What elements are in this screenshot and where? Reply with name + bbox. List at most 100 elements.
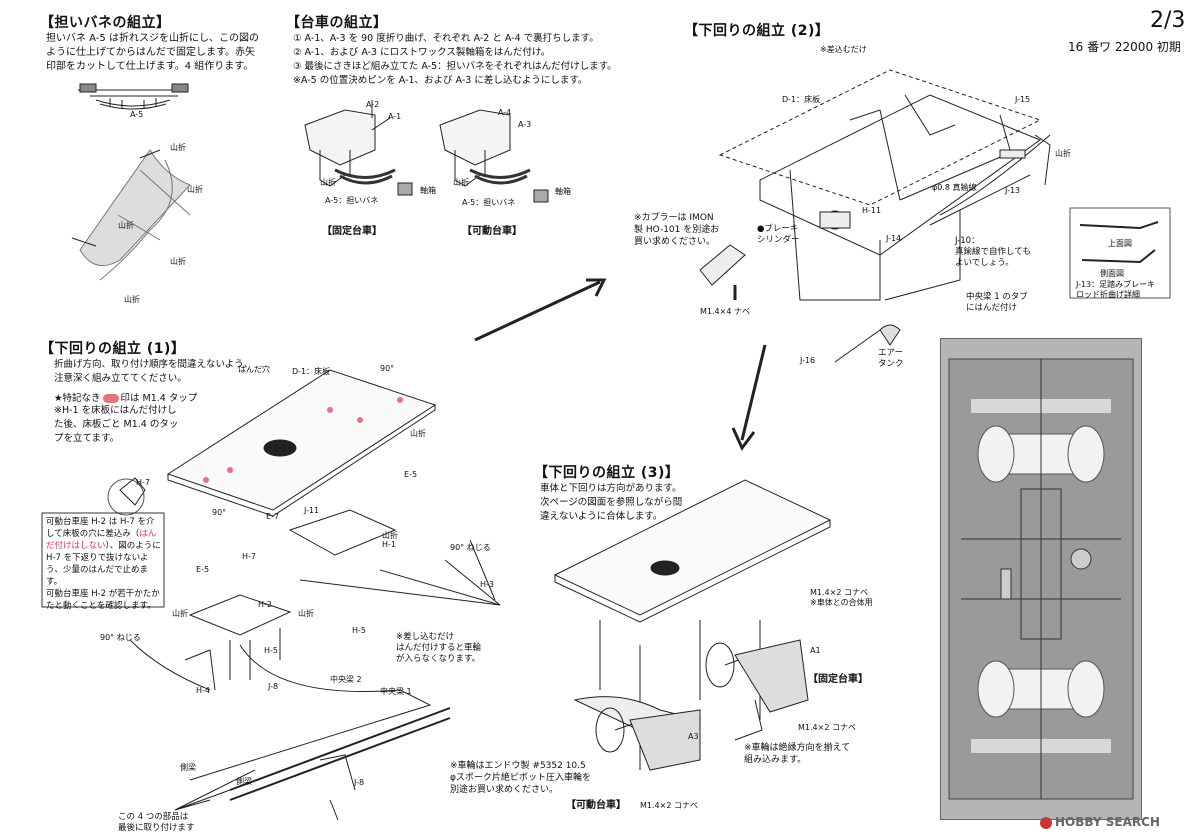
label-h7-mid: H-7	[242, 552, 256, 561]
label-spring-fixed: A-5：担いバネ	[325, 196, 379, 205]
label-screw-under2: M1.4×4 ナベ	[700, 307, 750, 316]
label-j8-top: J-8	[268, 682, 279, 691]
section-title-under3: 【下回りの組立 (3)】	[534, 465, 680, 481]
underframe-2-drawing	[699, 69, 1051, 363]
label-a3: A-3	[518, 120, 532, 129]
truck-instructions: ① A-1、A-3 を 90 度折り曲げ、それぞれ A-2 と A-4 で裏打ち…	[293, 33, 617, 86]
label-fold-h2: 山折	[172, 609, 188, 618]
label-a4: A-4	[498, 108, 512, 117]
fixed-truck-drawing	[304, 100, 413, 196]
caption-movable-truck: 【可動台車】	[462, 226, 522, 237]
label-h4: H-4	[196, 686, 210, 695]
label-wire: φ0.8 真鍮線	[932, 183, 977, 192]
label-fold-fixed: 山折	[320, 178, 336, 187]
leaf-spring-drawing	[78, 83, 189, 110]
label-fold-2: 山折	[187, 185, 203, 194]
label-fold-3: 山折	[118, 221, 134, 230]
label-center2: 中央梁 2	[330, 675, 362, 684]
wheel-purchase-note: ※車輪はエンドウ製 #5352 10.5 φスポーク片絶ピボット圧入車輪を 別途…	[450, 761, 591, 795]
j13-detail-caption: J-13：足踏みブレーキ ロッド折曲げ詳細	[1076, 280, 1156, 299]
label-j13: J-13	[1005, 186, 1021, 195]
label-fold-h2-right: 山折	[298, 609, 314, 618]
label-h7-left: H-7	[136, 478, 150, 487]
label-h5-mid: H-5	[352, 626, 366, 635]
spring-folding-sketch	[71, 149, 191, 281]
watermark-logo-icon	[1040, 816, 1052, 829]
label-fold-right: 山折	[410, 429, 426, 438]
label-j8-bottom: J-8	[354, 778, 365, 787]
caption-fixed-truck: 【固定台車】	[322, 226, 382, 237]
label-j11: J-11	[304, 506, 320, 515]
label-j16: J-16	[800, 356, 816, 365]
underframe-1-drawing	[107, 369, 501, 821]
label-e7: E-7	[266, 512, 280, 521]
label-side-beam-2: 側梁	[236, 777, 252, 786]
truck-seat-note: 可動台車座 H-2 は H-7 を介 して床板の穴に差込み（はん だ付けはしない…	[46, 517, 161, 611]
label-h11: H-11	[862, 206, 882, 215]
insert-only-note: ※差し込むだけ はんだ付けすると車輪 が入らなくなります。	[396, 632, 482, 664]
j10-note: J-10： 真鍮線で自作しても よいでしょう。	[955, 236, 1031, 268]
note-box	[41, 512, 165, 608]
label-solder-hole: はんだ穴	[238, 365, 270, 374]
label-h1: H-1	[382, 540, 396, 549]
label-fold-5: 山折	[124, 295, 140, 304]
caption-movable-under3: 【可動台車】	[566, 800, 626, 811]
under1-note: ※H-1 を床板にはんだ付けし た後、床板ごと M1.4 のタッ プを立てます。	[54, 405, 179, 444]
wheel-orientation-note: ※車輪は絶縁方向を揃えて 組み込みます。	[744, 743, 851, 765]
label-side-view: 側面図	[1100, 269, 1124, 278]
last-parts-note: この 4 つの部品は 最後に取り付けます	[118, 812, 195, 833]
label-side-beam-1: 側梁	[180, 763, 196, 772]
label-air-tank: エアー タンク	[878, 348, 904, 369]
page-subtitle: 16 番ワ 22000 初期	[1068, 40, 1181, 54]
section-title-under2: 【下回りの組立 (2)】	[684, 23, 830, 39]
underframe-3-drawing	[553, 479, 832, 771]
under1-intro: 折曲げ方向、取り付け順序を間違えないよう、 注意深く組み立ててください。	[54, 359, 254, 384]
label-deg90-twist-left: 90° ねじる	[100, 633, 141, 642]
center-tab-note: 中央梁 1 のタブ にはんだ付け	[966, 292, 1028, 313]
label-h3: H-3	[480, 580, 494, 589]
flow-arrow-down	[740, 344, 767, 441]
caption-fixed-under3: 【固定台車】	[808, 674, 868, 685]
section-title-spring: 【担いバネの組立】	[40, 15, 171, 31]
label-h5-left: H-5	[264, 646, 278, 655]
label-fold-1: 山折	[170, 143, 186, 152]
label-brake-cylinder: ●ブレーキ シリンダー	[757, 224, 800, 245]
label-axlebox-fixed: 軸箱	[420, 186, 436, 195]
spring-instructions: 担いバネ A-5 は折れスジを山折にし、この図の ように仕上げてからはんだで固定…	[46, 33, 259, 72]
underframe-photo	[940, 338, 1142, 820]
label-deg90-left: 90°	[212, 508, 227, 517]
label-screw-movable: M1.4×2 コナベ	[640, 801, 698, 810]
label-screw-fixed: M1.4×2 コナベ	[798, 723, 856, 732]
label-a1-under3: A1	[810, 646, 821, 655]
section-title-truck: 【台車の組立】	[286, 15, 388, 31]
label-spring-movable: A-5：担いバネ	[462, 198, 516, 207]
label-top-view: 上面図	[1108, 239, 1132, 248]
label-fold-movable: 山折	[453, 178, 469, 187]
label-deg90-twist-right: 90° ねじる	[450, 543, 491, 552]
label-e5-left: E-5	[196, 565, 210, 574]
label-h2: H-2	[258, 600, 272, 609]
section-title-under1: 【下回りの組立 (1)】	[40, 341, 186, 357]
label-insert-only: ※差込むだけ	[820, 45, 867, 54]
flow-arrow	[474, 280, 601, 342]
label-j15: J-15	[1015, 95, 1031, 104]
label-a3-under3: A3	[688, 732, 699, 741]
label-d1-under2: D-1：床板	[782, 95, 821, 104]
label-fold-4: 山折	[170, 257, 186, 266]
label-a2: A-2	[366, 100, 380, 109]
under3-instructions: 車体と下回りは方向があります。 次ページの図面を参照しながら間 違えないように合…	[540, 483, 683, 522]
label-e5-right: E-5	[404, 470, 418, 479]
label-deg90-top: 90°	[380, 364, 395, 373]
movable-truck-drawing	[439, 109, 549, 203]
label-fold-mid: 山折	[382, 531, 398, 540]
label-a5: A-5	[130, 110, 144, 119]
label-axlebox-movable: 軸箱	[555, 187, 571, 196]
page-number: 2/3	[1150, 8, 1186, 33]
label-fold-under2: 山折	[1055, 149, 1071, 158]
label-screw-body: M1.4×2 コナベ ※車体との合体用	[810, 588, 873, 607]
label-a1: A-1	[388, 112, 402, 121]
label-d1-under1: D-1：床板	[292, 367, 331, 376]
coupler-note: ※カプラーは IMON 製 HO-101 を別途お 買い求めください。	[634, 213, 720, 247]
detail-box	[1069, 207, 1171, 299]
